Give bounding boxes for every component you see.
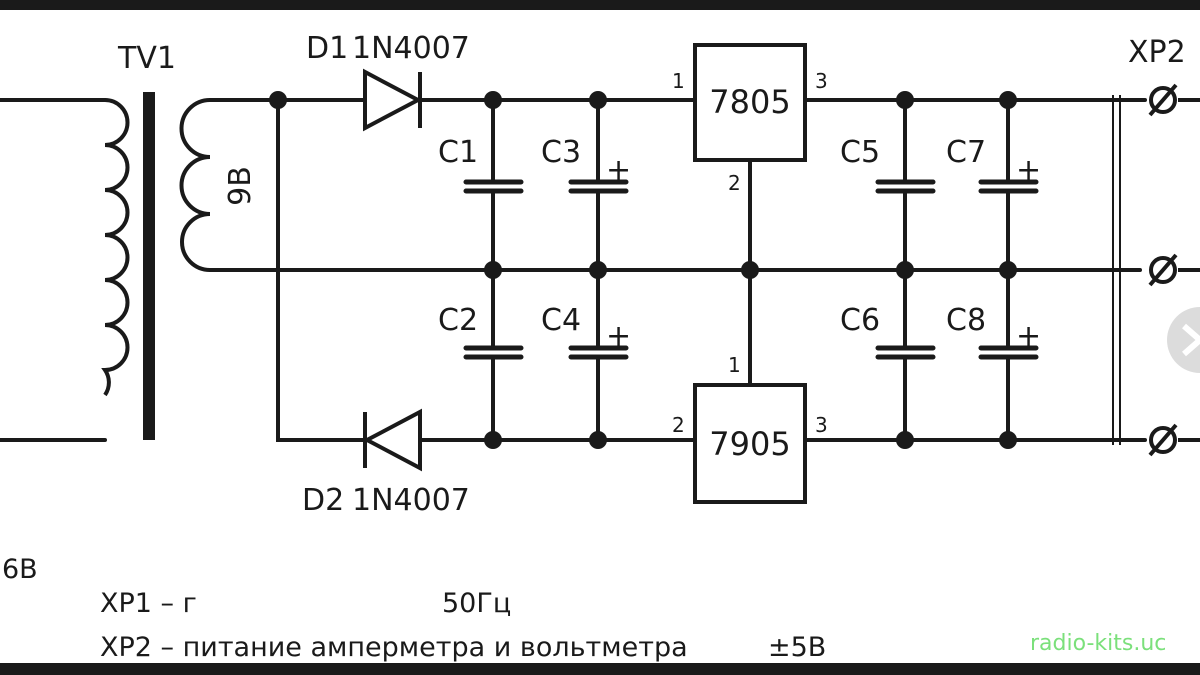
c7-plus-mark: + [1016, 153, 1041, 188]
regulator-7805-label: 7805 [709, 83, 790, 121]
secondary-winding [179, 98, 211, 272]
transformer-tv1 [101, 92, 211, 440]
junction-dot [896, 431, 914, 449]
overlay-chevron [1182, 323, 1200, 357]
junction-dot [589, 91, 607, 109]
diode-d2-part: 1N4007 [352, 483, 470, 518]
u2-pin-3: 3 [815, 413, 828, 437]
capacitor-c2 [463, 345, 524, 360]
secondary-voltage-label: 9В [223, 166, 258, 206]
junction-dot [741, 261, 759, 279]
junction-dot [896, 91, 914, 109]
c4-plus-mark: + [606, 319, 631, 354]
primary-winding [101, 98, 130, 397]
c3-plus-mark: + [606, 153, 631, 188]
capacitor-c2-label: C2 [438, 303, 478, 338]
junction-dots [269, 91, 1017, 449]
frame-bottom-bar [0, 663, 1200, 675]
capacitor-c5 [875, 179, 936, 194]
junction-dot [269, 91, 287, 109]
frame-top-bar [0, 0, 1200, 10]
note-line-2-value: ±5В [768, 632, 826, 663]
note-line-0: 6В [2, 554, 38, 585]
capacitor-c4-label: C4 [541, 303, 581, 338]
regulator-7905 [693, 383, 807, 504]
diode-d2-ref: D2 [302, 483, 344, 518]
capacitor-c7 [978, 179, 1039, 194]
note-line-1b: 50Гц [442, 588, 511, 619]
capacitor-c8-label: C8 [946, 303, 986, 338]
note-line-2: XP2 – питание амперметра и вольтметра [100, 632, 688, 663]
capacitor-c7-label: C7 [946, 135, 986, 170]
capacitor-c6 [875, 345, 936, 360]
regulator-7805 [693, 43, 807, 162]
junction-dot [896, 261, 914, 279]
diode-d1-part: 1N4007 [352, 31, 470, 66]
capacitor-plates [463, 179, 1039, 360]
c8-plus-mark: + [1016, 319, 1041, 354]
transformer-core [143, 92, 155, 440]
note-line-1a: XP1 – г [100, 588, 197, 619]
overlay-arrow-icon [1167, 307, 1200, 373]
junction-dot [999, 91, 1017, 109]
diode-d1 [363, 68, 423, 132]
u2-pin-1: 1 [728, 353, 741, 377]
u1-pin-3: 3 [815, 69, 828, 93]
capacitor-c5-label: C5 [840, 135, 880, 170]
diode-d1-ref: D1 [306, 31, 348, 66]
capacitor-c8 [978, 345, 1039, 360]
capacitor-c1-label: C1 [438, 135, 478, 170]
transformer-ref: TV1 [117, 41, 176, 76]
junction-dot [589, 261, 607, 279]
junction-dot [589, 431, 607, 449]
connector-xp2-ref: XP2 [1128, 35, 1186, 70]
u2-pin-2: 2 [672, 413, 685, 437]
regulator-7905-label: 7905 [709, 425, 790, 463]
capacitor-c3 [568, 179, 629, 194]
watermark: radio-kits.uc [1030, 631, 1166, 656]
u1-pin-2: 2 [728, 171, 741, 195]
diode-d2 [362, 408, 422, 472]
capacitor-c3-label: C3 [541, 135, 581, 170]
capacitor-c1 [463, 179, 524, 194]
junction-dot [484, 261, 502, 279]
junction-dot [484, 431, 502, 449]
junction-dot [999, 431, 1017, 449]
junction-dot [484, 91, 502, 109]
capacitor-c4 [568, 345, 629, 360]
u1-pin-1: 1 [672, 69, 685, 93]
connector-xp2 [1112, 83, 1200, 457]
capacitor-c6-label: C6 [840, 303, 880, 338]
junction-dot [999, 261, 1017, 279]
